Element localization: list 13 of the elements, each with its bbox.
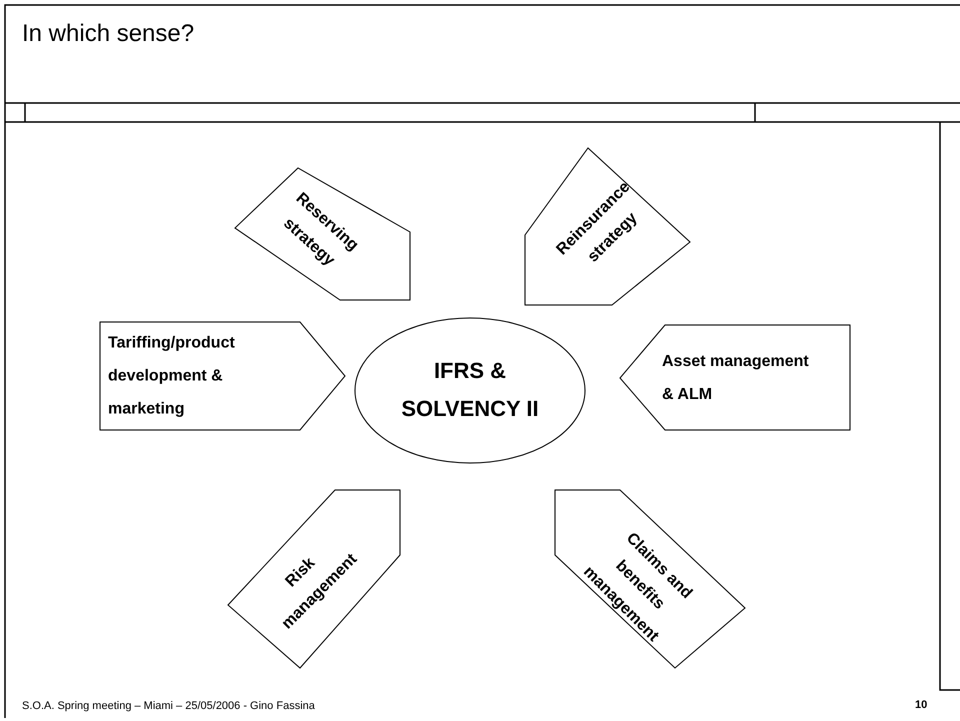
node-label: Tariffing/product development & marketing [108, 334, 236, 420]
pentagon-arrow [235, 168, 410, 300]
slide-title: In which sense? [22, 20, 194, 48]
node-label: IFRS & SOLVENCY II [400, 357, 540, 423]
pentagon-arrow [620, 325, 850, 430]
node-label: Asset management & ALM [662, 352, 810, 405]
center-ellipse [355, 318, 585, 463]
pentagon-arrow [555, 490, 745, 668]
page-number: 10 [915, 699, 928, 711]
pentagon-arrow [525, 148, 690, 305]
pentagon-arrow [228, 490, 400, 668]
pentagon-arrow [100, 322, 345, 430]
footer-text: S.O.A. Spring meeting – Miami – 25/05/2006 - Gino Fassina [22, 700, 315, 712]
